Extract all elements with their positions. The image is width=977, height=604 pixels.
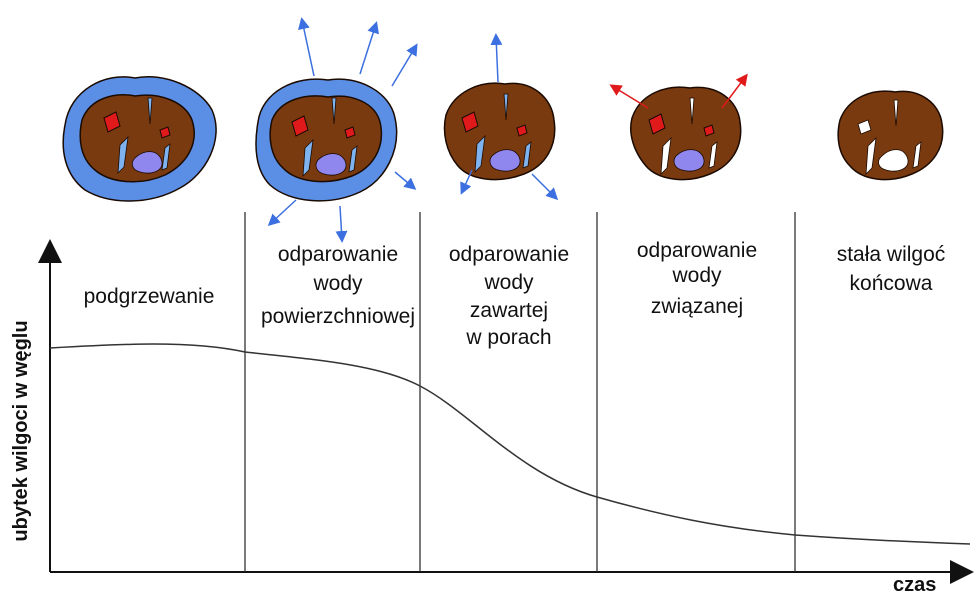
stage-label-line: odparowanie bbox=[600, 238, 794, 263]
coal-particle-surface-water bbox=[256, 20, 416, 240]
vapor-arrow bbox=[395, 172, 414, 188]
y-axis-label: ubytek wilgoci w węglu bbox=[10, 281, 36, 581]
vapor-arrow bbox=[496, 36, 498, 82]
stage-label-line: związanej bbox=[600, 294, 794, 319]
coal-particle-bound-water bbox=[612, 76, 746, 180]
coal-particle-pore-water bbox=[445, 36, 557, 198]
stage-label-final-moisture: stała wilgoć końcowa bbox=[806, 242, 976, 296]
stage-label-line: odparowanie bbox=[250, 242, 426, 267]
stage-label-line: podgrzewanie bbox=[56, 284, 242, 309]
stage-label-surface-water: odparowanie wody powierzchniowej bbox=[250, 242, 426, 329]
vapor-arrow bbox=[302, 20, 314, 76]
coal-particle-final bbox=[838, 91, 943, 179]
stage-label-line: wody bbox=[600, 263, 794, 288]
stage-label-bound-water: odparowanie wody związanej bbox=[600, 238, 794, 319]
vapor-arrow bbox=[532, 174, 556, 198]
stage-label-heating: podgrzewanie bbox=[56, 284, 242, 309]
stage-label-line: wody bbox=[422, 270, 596, 295]
stage-label-line: odparowanie bbox=[422, 242, 596, 267]
drying-curve bbox=[50, 344, 970, 544]
coal-particle-heating bbox=[63, 77, 216, 201]
vapor-arrow-red bbox=[612, 86, 648, 108]
vapor-arrow bbox=[360, 24, 376, 74]
stage-label-line: zawartej bbox=[422, 298, 596, 323]
vapor-arrow bbox=[270, 200, 296, 224]
stage-label-line: stała wilgoć bbox=[806, 242, 976, 267]
stage-label-line: wody bbox=[250, 271, 426, 296]
x-axis-label: czas bbox=[893, 574, 936, 597]
vapor-arrow bbox=[340, 206, 342, 240]
vapor-arrow-red bbox=[722, 76, 746, 108]
stage-label-line: powierzchniowej bbox=[250, 304, 426, 329]
stage-label-line: w porach bbox=[422, 325, 596, 350]
stage-label-pore-water: odparowanie wody zawartej w porach bbox=[422, 242, 596, 350]
vapor-arrow bbox=[392, 46, 416, 86]
stage-label-line: końcowa bbox=[806, 271, 976, 296]
